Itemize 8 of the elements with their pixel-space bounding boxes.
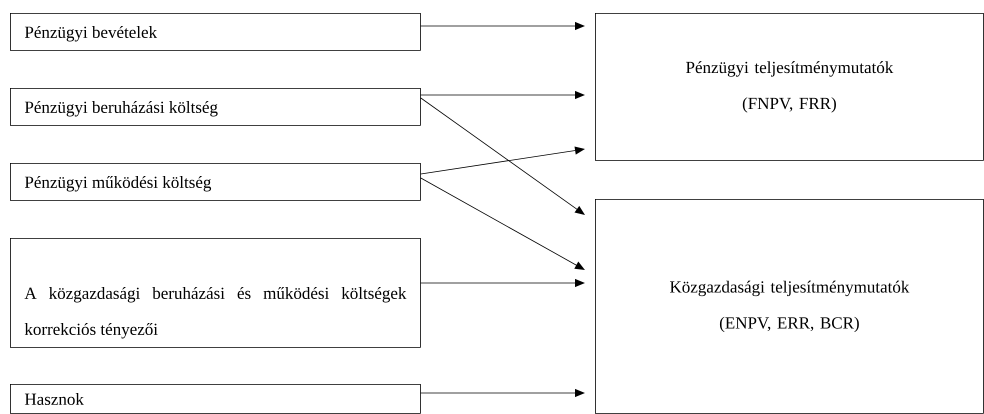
text-box: Pénzügyi bevételek [10, 13, 421, 51]
text-box: Pénzügyi beruházási költség [10, 88, 421, 126]
arrow [420, 98, 585, 215]
text-box: A közgazdasági beruházási és működési költségek korrekciós tényezői [10, 238, 421, 348]
text-box: Hasznok [10, 384, 421, 414]
text-box: Közgazdasági teljesítménymutatók (ENPV, ERR, BCR) [595, 199, 984, 414]
text-box: Pénzügyi működési költség [10, 163, 421, 201]
text-box: Pénzügyi teljesítménymutatók (FNPV, FRR) [595, 13, 984, 161]
